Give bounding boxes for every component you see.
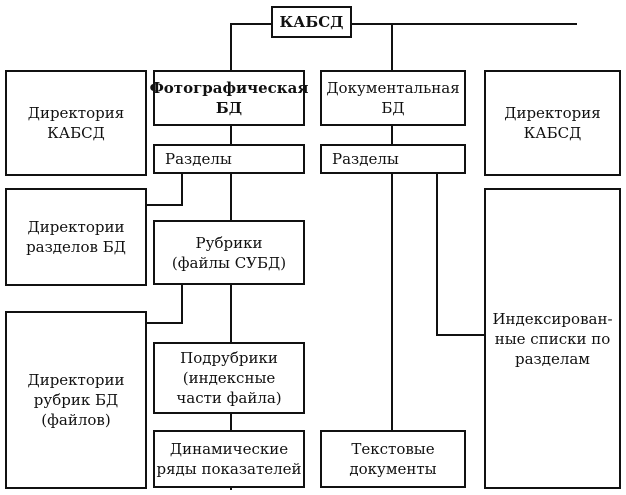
photo-db-dynamic-series: Динамические ряды показателей <box>153 430 305 488</box>
photo-db-rubrics: Рубрики (файлы СУБД) <box>153 220 305 285</box>
doc-db-sections: Разделы <box>320 144 466 174</box>
connector-sections-to-dir-sections <box>145 174 183 206</box>
left-dir-kabsd: Директория КАБСД <box>5 70 147 176</box>
right-dir-kabsd: Директория КАБСД <box>484 70 621 176</box>
left-dir-sections: Директории разделов БД <box>5 188 147 286</box>
doc-db-text-documents: Текстовые документы <box>320 430 466 488</box>
root-node-kabsd: КАБСД <box>271 6 352 38</box>
photo-db-subrubrics: Подрубрики (индексные части файла) <box>153 342 305 414</box>
doc-db-box: Документальная БД <box>320 70 466 126</box>
left-dir-rubrics: Директории рубрик БД (файлов) <box>5 311 147 489</box>
photo-db-sections: Разделы <box>153 144 305 174</box>
photo-db-box: Фотографическая БД <box>150 70 308 126</box>
connector-doc-sections-to-lists <box>436 174 484 336</box>
connector-rubrics-to-dir-rubrics <box>145 285 183 324</box>
right-indexed-lists: Индексирован- ные списки по разделам <box>484 188 621 489</box>
connector-root-branch <box>230 23 577 70</box>
